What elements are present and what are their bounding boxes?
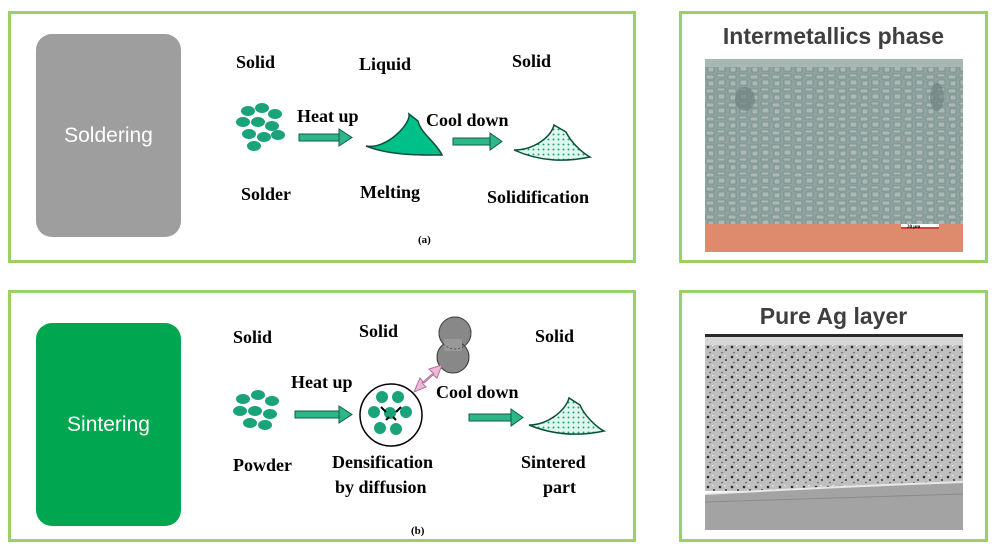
sintering-stage-3a: Sintered: [521, 452, 586, 472]
soldering-state-1: Solid: [236, 52, 275, 72]
intermetallics-micrograph: 20 µm: [705, 59, 963, 252]
soldering-diagram: Solid Liquid Solid Heat up Cool down: [236, 51, 593, 246]
sintering-diagram: Solid Solid Solid Heat up: [233, 316, 607, 537]
sintering-stage-3b: part: [543, 477, 576, 497]
intermetallics-panel: Intermetallics phase 20 µm: [679, 11, 988, 263]
cool-down-arrow: [452, 132, 503, 151]
soldering-heat-up-label: Heat up: [297, 106, 359, 126]
soldering-state-3: Solid: [512, 51, 551, 71]
pink-double-arrow: [413, 364, 443, 393]
soldering-cool-down-label: Cool down: [426, 110, 509, 130]
ag-layer-title: Pure Ag layer: [759, 303, 908, 329]
intermetallics-title: Intermetallics phase: [722, 23, 945, 49]
heat-up-arrow: [298, 128, 353, 147]
sintering-badge: Sintering: [36, 323, 181, 526]
soldering-stage-1: Solder: [241, 184, 291, 204]
sintering-stage-2a: Densification: [332, 452, 433, 472]
solder-particles: [236, 103, 285, 151]
soldering-state-2: Liquid: [359, 54, 411, 74]
sintering-state-2: Solid: [359, 321, 398, 341]
soldering-panel: Soldering Solid Liquid Solid Heat up: [8, 11, 636, 263]
sintering-panel: Sintering Solid Solid Solid Heat up: [8, 290, 636, 542]
sintering-heat-up-label: Heat up: [291, 372, 353, 392]
sintering-cool-down-label: Cool down: [436, 382, 519, 402]
sintering-caption: (b): [411, 525, 425, 537]
soldering-badge: Soldering: [36, 34, 181, 237]
ag-layer-panel: Pure Ag layer: [679, 290, 988, 542]
soldering-stage-2: Melting: [360, 182, 420, 202]
solidification-shape: [513, 123, 593, 161]
sinter-cool-down-arrow: [468, 408, 524, 427]
densification-circle: [359, 383, 423, 447]
ag-layer-micrograph: [705, 334, 963, 530]
soldering-caption: (a): [418, 234, 431, 246]
sintering-state-3: Solid: [535, 326, 574, 346]
sinter-heat-up-arrow: [294, 405, 353, 424]
sintered-part-shape: [528, 396, 607, 435]
melting-shape: [365, 112, 444, 156]
powder-particles: [233, 390, 279, 430]
sintering-state-1: Solid: [233, 327, 272, 347]
neck-formation-icon: [436, 316, 472, 374]
sintering-stage-1: Powder: [233, 455, 292, 475]
soldering-stage-3: Solidification: [487, 187, 589, 207]
scale-bar-label: 20 µm: [907, 225, 921, 230]
sintering-stage-2b: by diffusion: [335, 477, 427, 497]
